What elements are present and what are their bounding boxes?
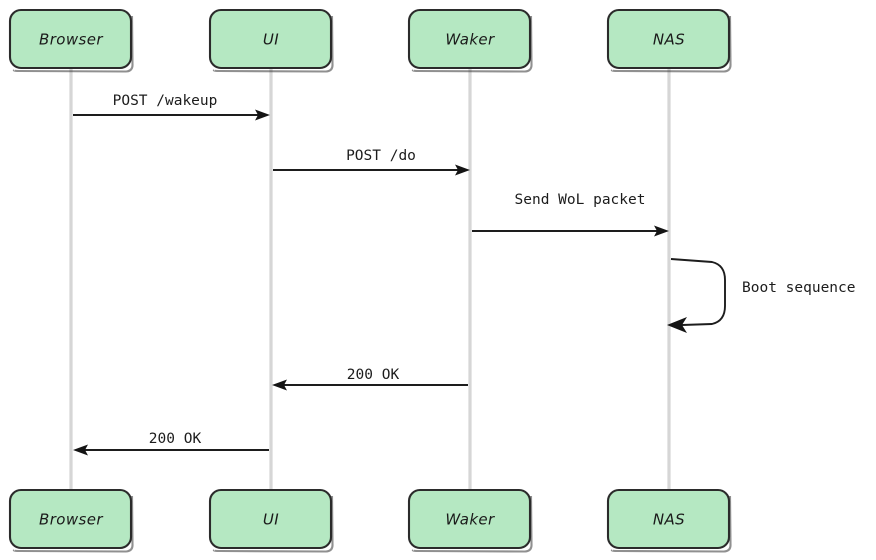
actor-bottom-ui-rect (208, 488, 333, 550)
message-post-wakeup-label: POST /wakeup (113, 93, 218, 109)
message-post-do-arrowhead (455, 164, 470, 176)
actor-top-ui[interactable]: UI (208, 8, 334, 73)
message-post-wakeup-arrowhead (255, 109, 270, 121)
actor-bottom-ui[interactable]: UI (208, 488, 334, 553)
message-send-wol-packet[interactable]: Send WoL packet (472, 192, 669, 237)
actor-boxes-bottom: Browser UI Waker NAS (8, 488, 732, 553)
message-200-ok-ui-browser-label: 200 OK (149, 431, 202, 447)
actor-top-browser-label: Browser (39, 31, 103, 49)
message-post-wakeup[interactable]: POST /wakeup (73, 93, 270, 121)
message-200-ok-waker-ui-label: 200 OK (347, 367, 400, 383)
actor-bottom-waker-label: Waker (445, 511, 495, 529)
actor-top-waker[interactable]: Waker (407, 8, 533, 73)
actor-bottom-ui-label: UI (263, 511, 279, 529)
actor-top-waker-rect (407, 8, 532, 70)
message-post-do[interactable]: POST /do (273, 148, 470, 176)
actor-bottom-nas-label: NAS (653, 511, 685, 529)
message-200-ok-ui-browser[interactable]: 200 OK (73, 431, 269, 456)
message-send-wol-packet-label: Send WoL packet (515, 192, 646, 208)
actor-boxes-top: Browser UI Waker NAS (8, 8, 732, 73)
actor-bottom-waker-rect (407, 488, 532, 550)
message-200-ok-waker-ui[interactable]: 200 OK (272, 367, 468, 391)
actor-top-browser[interactable]: Browser (8, 8, 134, 73)
message-boot-sequence[interactable]: Boot sequence (667, 258, 856, 333)
message-boot-sequence-loop (670, 258, 726, 326)
actor-bottom-browser-label: Browser (39, 511, 103, 529)
message-200-ok-ui-browser-arrowhead (73, 444, 88, 456)
actor-top-ui-label: UI (263, 31, 279, 49)
lifelines-group (69, 68, 671, 490)
actor-bottom-nas-rect (606, 488, 731, 550)
actor-top-nas[interactable]: NAS (606, 8, 732, 73)
actor-top-browser-rect (8, 8, 133, 70)
message-boot-sequence-label: Boot sequence (742, 280, 856, 296)
message-post-do-label: POST /do (346, 148, 416, 164)
actor-bottom-waker[interactable]: Waker (407, 488, 533, 553)
actor-bottom-browser-rect (8, 488, 133, 550)
actor-bottom-nas[interactable]: NAS (606, 488, 732, 553)
actor-bottom-browser[interactable]: Browser (8, 488, 134, 553)
actor-top-nas-label: NAS (653, 31, 685, 49)
message-send-wol-packet-arrowhead (654, 225, 669, 237)
actor-top-waker-label: Waker (445, 31, 495, 49)
actor-top-nas-rect (606, 8, 731, 70)
message-boot-sequence-arrowhead (667, 317, 687, 333)
message-200-ok-waker-ui-arrowhead (272, 379, 287, 391)
actor-top-ui-rect (208, 8, 333, 70)
